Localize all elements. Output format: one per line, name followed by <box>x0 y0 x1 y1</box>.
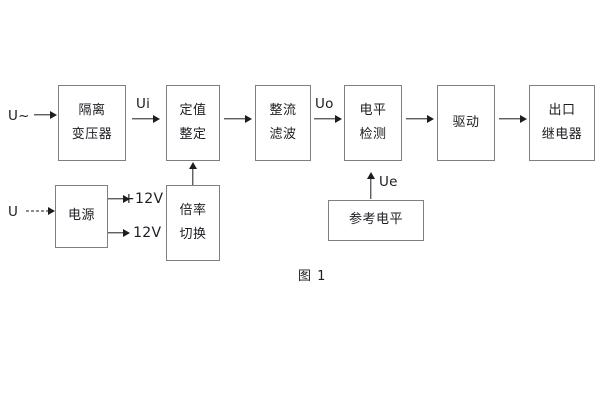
block-output-relay: 出口 继电器 <box>529 85 595 161</box>
block-isolation-transformer: 隔离 变压器 <box>58 85 126 161</box>
block-line-1: 驱动 <box>452 114 480 130</box>
block-line-1: 电源 <box>67 208 95 224</box>
block-line-1: 隔离 <box>78 102 106 118</box>
figure-caption: 图 1 <box>298 269 327 284</box>
power-rail-label-positive: +12V <box>123 191 164 207</box>
arrow-setting-to-rectify <box>224 114 252 124</box>
block-line-2: 检测 <box>359 127 387 142</box>
block-line-2: 切换 <box>179 227 207 242</box>
arrow-transformer-to-setting <box>132 114 160 124</box>
signal-label-ue: Ue <box>379 174 398 190</box>
power-rail-label-negative: - 12V <box>123 225 162 241</box>
block-line-2: 整定 <box>179 127 207 142</box>
block-line-1: 定值 <box>179 102 207 118</box>
arrow-input-dc <box>26 206 55 216</box>
input-label-u-ac: U~ <box>8 108 30 124</box>
signal-label-ui: Ui <box>136 96 151 112</box>
block-rectify-filter: 整流 滤波 <box>255 85 311 161</box>
block-line-1: 电平 <box>359 102 387 118</box>
block-level-detection: 电平 检测 <box>344 85 402 161</box>
arrow-reference-to-level <box>366 172 376 199</box>
block-line-1: 整流 <box>269 102 297 118</box>
arrow-rail-negative <box>108 228 130 238</box>
block-line-2: 滤波 <box>269 127 297 142</box>
signal-label-uo: Uo <box>315 96 334 112</box>
block-setting-value: 定值 整定 <box>166 85 220 161</box>
block-multiplier-switch: 倍率 切换 <box>166 185 220 261</box>
block-power-supply: 电源 <box>55 185 108 248</box>
block-line-1: 倍率 <box>179 202 207 218</box>
arrow-multiplier-to-setting <box>188 162 198 185</box>
block-reference-level: 参考电平 <box>328 200 424 241</box>
arrow-rail-positive <box>108 194 130 204</box>
input-label-u-dc: U <box>8 204 19 220</box>
arrow-drive-to-relay <box>499 114 527 124</box>
block-line-1: 参考电平 <box>348 212 403 228</box>
block-line-2: 变压器 <box>71 127 113 142</box>
arrow-rectify-to-level <box>314 114 342 124</box>
block-line-2: 继电器 <box>541 127 583 142</box>
arrow-level-to-drive <box>406 114 434 124</box>
block-drive: 驱动 <box>437 85 495 161</box>
arrow-input-ac <box>34 110 57 120</box>
block-line-1: 出口 <box>548 102 576 118</box>
